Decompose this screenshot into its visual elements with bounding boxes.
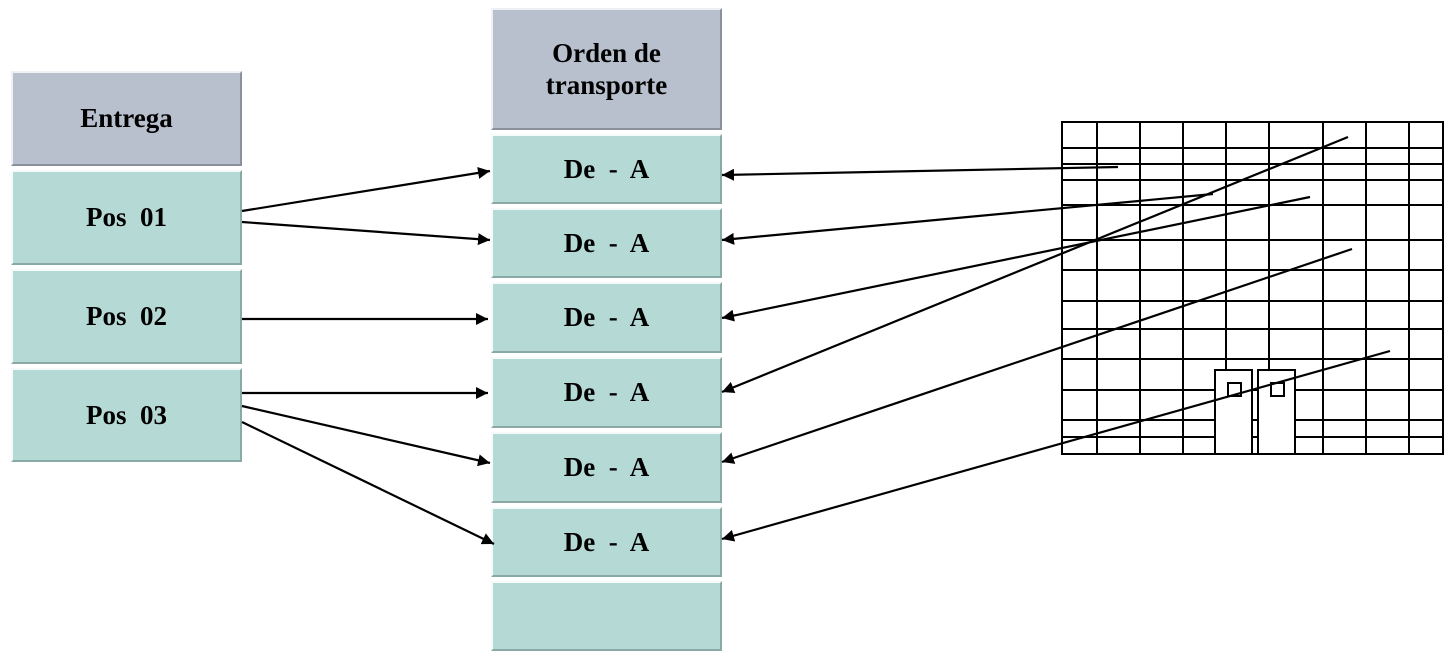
arrow-bin-row4 [721,135,1349,394]
entrega-pos-02: Pos 02 [11,269,242,364]
orden-row-2: De - A [491,208,722,278]
warehouse-doors-icon [1214,369,1296,455]
entrega-header: Entrega [11,71,242,166]
entrega-to-orden-arrows [241,166,495,545]
arrow-pos01-row2 [241,220,491,246]
orden-row-6: De - A [491,507,722,577]
entrega-pos-01: Pos 01 [11,170,242,265]
arrow-bin-row3 [721,195,1311,322]
arrow-bin-row1 [721,165,1119,181]
warehouse-to-orden-arrows [721,135,1391,542]
orden-row-7-empty [491,581,722,651]
arrow-bin-row6 [721,349,1391,542]
orden-row-5: De - A [491,432,722,503]
orden-row-1: De - A [491,134,722,204]
orden-header: Orden de transporte [491,8,722,130]
entrega-pos-03: Pos 03 [11,368,242,462]
arrow-pos01-row1 [241,166,491,213]
arrow-bin-row5 [721,247,1353,464]
orden-row-4: De - A [491,357,722,428]
arrow-pos03-row5 [241,404,491,467]
orden-row-3: De - A [491,282,722,353]
arrow-bin-row2 [721,192,1214,245]
arrow-pos03-row6 [241,421,495,545]
